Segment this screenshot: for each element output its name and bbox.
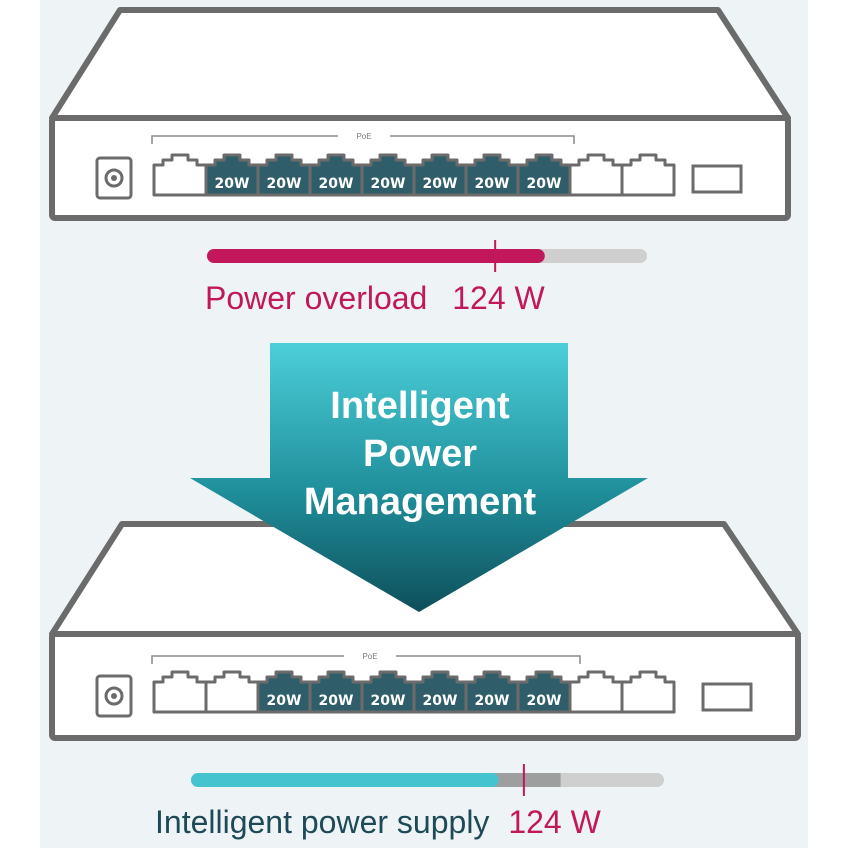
sfp-slot <box>701 682 753 712</box>
port-power-label: 20W <box>371 693 406 709</box>
ethernet-port <box>568 153 624 197</box>
port-power-label: 20W <box>371 176 406 192</box>
power-jack-pin <box>111 693 117 699</box>
down-arrow <box>190 343 648 612</box>
ethernet-port <box>152 670 208 714</box>
power-jack-hole <box>104 686 124 706</box>
arrow-headline-line2: Power <box>362 433 478 475</box>
port-power-label: 20W <box>475 176 510 192</box>
ethernet-port <box>568 670 624 714</box>
power-jack <box>95 674 133 718</box>
top-switch: PoE 20W 20W 20W 20W 20W 20W 20W <box>49 7 791 221</box>
port-power-label: 20W <box>319 176 354 192</box>
poe-bracket <box>151 655 581 664</box>
power-jack-pin <box>111 175 117 181</box>
ethernet-port <box>152 153 208 197</box>
port-power-label: 20W <box>319 693 354 709</box>
power-value: 124 W <box>508 804 601 840</box>
poe-label: PoE <box>356 132 371 141</box>
port-power-label: 20W <box>267 693 302 709</box>
port-row: 20W 20W 20W 20W 20W 20W <box>152 670 676 714</box>
status-text: Intelligent power supply <box>155 804 490 840</box>
power-jack-hole <box>104 168 124 188</box>
ethernet-port <box>620 670 676 714</box>
arrow-headline-line3: Management <box>303 481 537 523</box>
power-jack <box>95 156 133 200</box>
supply-power-bar <box>191 764 664 796</box>
top-caption: Power overload 124 W <box>205 280 545 317</box>
port-power-label: 20W <box>423 176 458 192</box>
port-row: 20W 20W 20W 20W 20W 20W 20W <box>152 153 676 197</box>
poe-label: PoE <box>362 652 377 661</box>
ethernet-port <box>620 153 676 197</box>
overload-power-bar <box>207 240 647 272</box>
sfp-slot <box>691 164 743 194</box>
ethernet-port <box>204 670 260 714</box>
status-text: Power overload <box>205 280 428 316</box>
bottom-caption: Intelligent power supply 124 W <box>155 804 601 841</box>
power-value: 124 W <box>452 280 545 316</box>
port-power-label: 20W <box>527 693 562 709</box>
arrow-headline-line1: Intelligent <box>330 385 510 427</box>
port-power-label: 20W <box>475 693 510 709</box>
port-power-label: 20W <box>527 176 562 192</box>
port-power-label: 20W <box>423 693 458 709</box>
switch-top-face <box>49 7 791 121</box>
poe-bracket <box>151 135 575 144</box>
port-power-label: 20W <box>215 176 250 192</box>
port-power-label: 20W <box>267 176 302 192</box>
